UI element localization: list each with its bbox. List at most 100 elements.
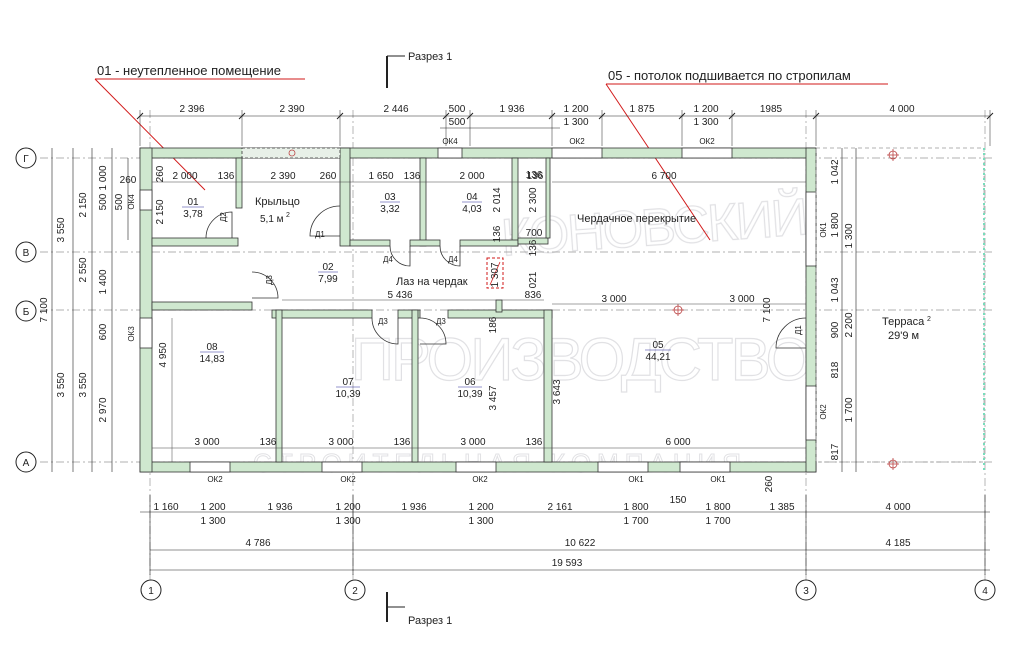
dim-int-18: 1 307 <box>490 262 501 287</box>
dim-left-c3-1: 500 <box>98 193 109 210</box>
dim-right-8: 817 <box>830 443 841 460</box>
room-07-no: 07 <box>342 377 354 388</box>
porch-glazing <box>241 147 341 159</box>
room-08-area: 14,83 <box>199 354 224 365</box>
dim-left-c3-0: 1 000 <box>98 165 109 190</box>
room-08-no: 08 <box>206 342 218 353</box>
dim-int-30: 136 <box>260 437 277 448</box>
dim-int-16: 136 <box>526 170 543 181</box>
room-04-area: 4,03 <box>462 204 482 215</box>
dim-int-33: 3 000 <box>460 437 485 448</box>
dim-int-22: 3 000 <box>601 294 626 305</box>
dim-bot-10: 1 385 <box>769 502 794 513</box>
dim-int-21: 836 <box>525 290 542 301</box>
room-02-area: 7,99 <box>318 274 338 285</box>
room-06-area: 10,39 <box>457 389 482 400</box>
window-right-ok2 <box>805 385 817 441</box>
door-d1-porch <box>309 205 341 237</box>
room-06-no: 06 <box>464 377 476 388</box>
dim-bot-3: 1 200 <box>335 502 360 513</box>
dim-bot-0: 1 160 <box>153 502 178 513</box>
room-01-area: 3,78 <box>183 209 203 220</box>
dim-bot-5: 1 200 <box>468 502 493 513</box>
door-d4-b <box>439 245 461 267</box>
window-top-ok2-b <box>681 147 733 159</box>
dim-right-7: 1 700 <box>844 397 855 422</box>
door-d3-b <box>371 317 399 345</box>
dim-top-0: 2 396 <box>179 104 204 115</box>
porch-area: 5,1 м <box>260 214 284 225</box>
window-label-bottom-4: ОК1 <box>710 475 726 484</box>
dim-left-outer-1: 7 100 <box>39 297 50 322</box>
dim-int-7: 2 000 <box>459 171 484 182</box>
dim-int-9: 6 700 <box>651 171 676 182</box>
door-d3-c <box>419 317 447 345</box>
dim-top-7: 1 200 <box>693 104 718 115</box>
dim-right-4: 900 <box>830 321 841 338</box>
window-label-right-0: ОК1 <box>819 222 828 238</box>
dims-right <box>841 148 857 472</box>
room-01-no: 01 <box>187 197 199 208</box>
dim-top-1: 2 390 <box>279 104 304 115</box>
notes: 01 - неутепленное помещение 05 - потолок… <box>94 63 888 241</box>
watermark-line1: КОНОВСКИЙ <box>499 187 808 267</box>
dim-int-12: 2 014 <box>492 187 503 212</box>
dim-int-23: 3 000 <box>729 294 754 305</box>
dim-right-2: 1 300 <box>844 223 855 248</box>
dim-bot-7: 1 800 <box>623 502 648 513</box>
dim-int-5: 1 650 <box>368 171 393 182</box>
dim-int-24: 186 <box>488 316 499 333</box>
dim-bot-2: 1 936 <box>267 502 292 513</box>
window-label-bottom-2: ОК2 <box>472 475 488 484</box>
dims-bottom-text: 1 160 1 200 1 936 1 200 1 936 1 200 2 16… <box>153 495 910 569</box>
dims-top-text: 2 396 2 390 2 446 500 1 936 1 200 1 875 … <box>179 104 914 128</box>
dim-int-4: 260 <box>320 171 337 182</box>
window-label-bottom-3: ОК1 <box>628 475 644 484</box>
dim-bot2-4: 1 700 <box>705 516 730 527</box>
dim-bot3-2: 4 185 <box>885 538 910 549</box>
room-02-no: 02 <box>322 262 334 273</box>
window-bottom-ok2-a <box>189 461 231 473</box>
dim-int-35: 6 000 <box>665 437 690 448</box>
dim-bot-total: 19 593 <box>552 558 583 569</box>
door-label-7: Д1 <box>794 325 803 335</box>
window-right-ok1 <box>805 191 817 267</box>
dim-int-20: 021 <box>528 271 539 288</box>
dim-left-outer-2: 3 550 <box>56 372 67 397</box>
dim-int-29: 3 000 <box>194 437 219 448</box>
dim-int-17: 136 <box>528 239 539 256</box>
dim-left-inner-1: 2 550 <box>78 257 89 282</box>
door-d4-a <box>389 245 411 267</box>
dim-bot-1: 1 200 <box>200 502 225 513</box>
dims-interior-text: 260 2 000 136 2 390 260 1 650 136 2 000 … <box>120 165 775 492</box>
terrace-area: 29'9 м <box>888 330 919 342</box>
dim-top-8: 1985 <box>760 104 783 115</box>
attic-floor-label: Чердачное перекрытие <box>577 213 696 225</box>
window-left-ok3 <box>139 317 153 349</box>
window-label-bottom-1: ОК2 <box>340 475 356 484</box>
dim-bot3-0: 4 786 <box>245 538 270 549</box>
window-bottom-ok2-b <box>321 461 363 473</box>
dim-int-0: 260 <box>120 175 137 186</box>
dims-right-text: 1 042 1 800 1 300 1 043 900 2 200 818 1 … <box>830 159 855 460</box>
dim-left-inner-2: 3 550 <box>78 372 89 397</box>
window-label-top-0: ОК4 <box>442 137 458 146</box>
axis-row-b: Б <box>23 307 30 318</box>
dims-left-text: 3 550 7 100 3 550 2 150 2 550 3 550 1 00… <box>39 165 125 422</box>
note-ceiling: 05 - потолок подшивается по стропилам <box>608 68 851 83</box>
door-label-3: Д3 <box>378 317 388 326</box>
door-label-2: Д3 <box>265 275 274 285</box>
dim-bot2-2: 1 300 <box>468 516 493 527</box>
dim-int-3: 2 390 <box>270 171 295 182</box>
dim-bot2-1: 1 300 <box>335 516 360 527</box>
door-d2 <box>205 211 233 239</box>
window-label-top-2: ОК2 <box>699 137 715 146</box>
dim-left-c4-0: 500 <box>114 193 125 210</box>
window-bottom-ok2-c <box>455 461 497 473</box>
dim-int-2: 136 <box>218 171 235 182</box>
dim-int-31: 3 000 <box>328 437 353 448</box>
window-left-ok4 <box>139 189 153 211</box>
watermark-line2: ПРОИЗВОДСТВО <box>351 326 810 393</box>
room-04-no: 04 <box>466 192 478 203</box>
